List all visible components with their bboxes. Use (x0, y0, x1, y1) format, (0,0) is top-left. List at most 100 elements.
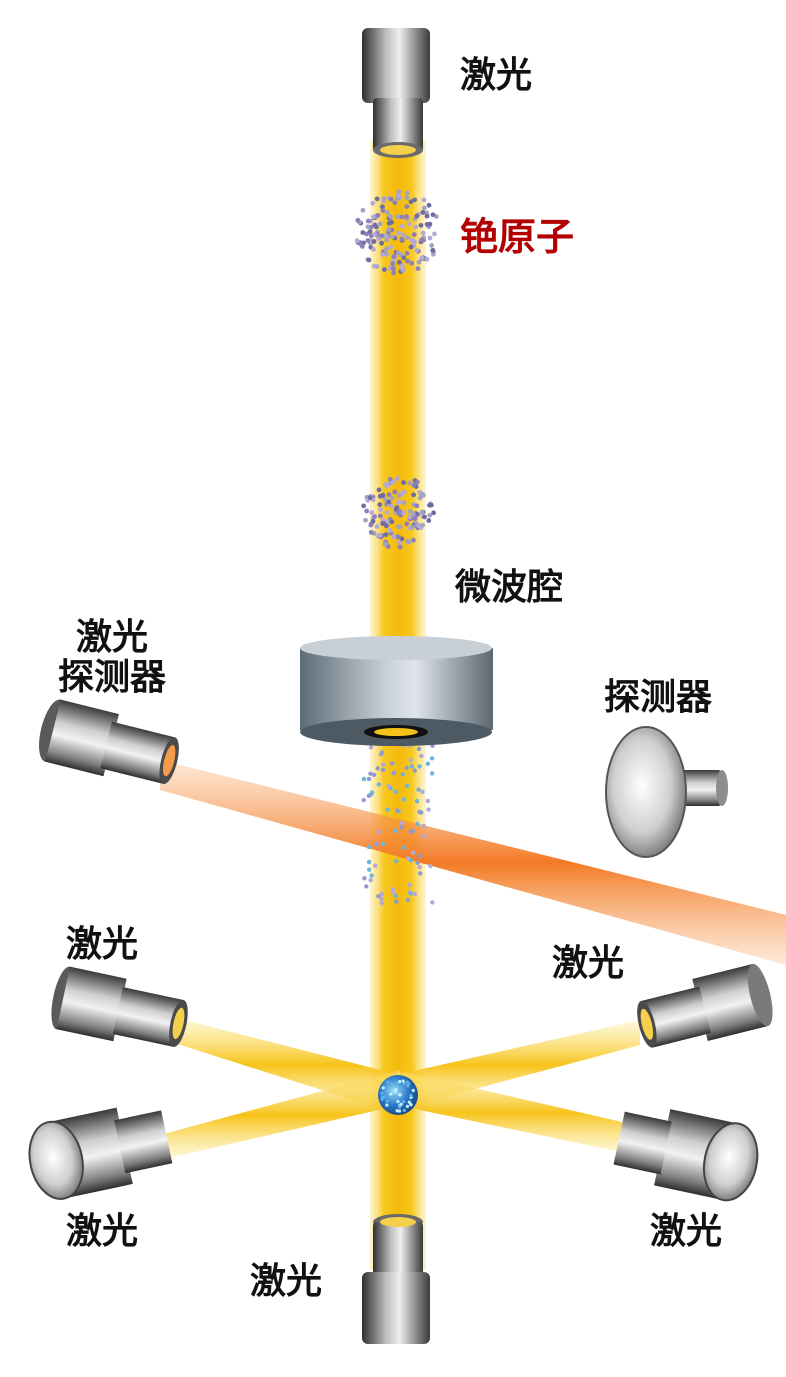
atom-dot (402, 1081, 407, 1086)
atom-dot (429, 756, 435, 761)
atom-dot (381, 196, 387, 202)
atom-dot (366, 793, 372, 799)
atom-dot (401, 845, 406, 850)
atom-dot (402, 1099, 406, 1104)
atom-dot (368, 771, 373, 776)
atom-dot (395, 1109, 399, 1113)
atom-dot (380, 1092, 384, 1096)
atom-dot (380, 1097, 384, 1101)
atom-dot (369, 873, 374, 878)
atom-dot (420, 522, 426, 528)
atom-dot (399, 214, 405, 220)
atom-dot (386, 220, 392, 226)
atom-dot (384, 246, 390, 252)
atom-dot (430, 251, 436, 257)
atom-dot (380, 762, 386, 767)
atom-dot (361, 797, 366, 803)
atom-dot (421, 492, 426, 498)
atom-dot (386, 499, 392, 505)
atom-dot (384, 237, 390, 243)
beam-lower-right (396, 1070, 635, 1155)
atom-dot (414, 503, 420, 509)
atom-dot (411, 492, 416, 498)
atom-dot (390, 479, 396, 485)
atom-dot (401, 500, 407, 506)
atom-dot (402, 1108, 406, 1113)
atom-dot (407, 508, 413, 514)
atom-dot (428, 502, 434, 508)
atom-dot (395, 1081, 399, 1085)
atom-dot (411, 482, 417, 488)
atom-dot (425, 761, 431, 766)
atom-dot (399, 223, 405, 229)
atom-dot (376, 893, 381, 899)
atom-dot (426, 518, 432, 523)
atom-dot (389, 234, 395, 240)
atom-dot (420, 789, 425, 794)
atom-dot (417, 853, 422, 858)
atom-dot (414, 213, 420, 219)
atom-dot (371, 246, 376, 252)
atom-dot (425, 798, 431, 804)
atom-dot (393, 828, 399, 833)
atom-dot (390, 266, 396, 271)
atom-dot (379, 233, 385, 239)
atom-dot (407, 1100, 412, 1104)
cesium-atom-cloud-icon (361, 476, 436, 550)
atom-dot (397, 1105, 402, 1109)
microwave-cavity-icon (300, 636, 493, 746)
atom-dot (394, 476, 400, 481)
atom-dot (374, 196, 380, 202)
atom-dot (429, 243, 434, 248)
atom-dot (421, 833, 427, 839)
atom-dot (386, 227, 392, 232)
atom-dot (392, 1095, 396, 1099)
atom-dot (386, 783, 391, 789)
atom-dot (365, 224, 371, 230)
atom-dot (369, 510, 375, 515)
atom-dot (381, 1086, 385, 1090)
atom-dot (389, 1092, 393, 1096)
atom-dot (409, 524, 415, 530)
atom-dot (411, 1088, 415, 1093)
atom-dot (407, 514, 413, 520)
atom-dot (421, 205, 427, 211)
atom-dot (415, 860, 420, 866)
atom-dot (412, 197, 418, 203)
atom-dot (364, 231, 370, 237)
atom-dot (384, 484, 390, 489)
atom-dot (393, 893, 399, 899)
atom-dot (396, 189, 402, 195)
atom-dot (391, 254, 397, 260)
atom-dot (395, 250, 401, 256)
atom-dot (409, 237, 414, 243)
atom-dot (394, 858, 399, 864)
atom-dot (379, 750, 385, 755)
atom-dot (375, 766, 380, 771)
atom-dot (376, 487, 382, 493)
atom-dot (379, 896, 384, 901)
atom-dot (428, 863, 433, 869)
atom-dot (396, 1099, 400, 1104)
atom-dot (394, 214, 400, 220)
atom-dot (391, 771, 397, 776)
beam-lower-left (160, 1070, 400, 1160)
atom-dot (362, 876, 367, 881)
atom-dot (421, 197, 427, 203)
atom-dot (406, 221, 412, 227)
atom-dot (404, 783, 410, 788)
atom-dot (430, 247, 436, 253)
atom-dot (413, 224, 418, 230)
atom-dot (421, 823, 426, 829)
atom-dot (385, 519, 391, 525)
atom-dot (385, 1103, 389, 1107)
atom-dot (396, 499, 402, 505)
atom-dot (419, 255, 425, 261)
atom-dot (415, 821, 420, 827)
atom-dot (382, 497, 388, 502)
atom-dot (408, 758, 413, 763)
atom-dot (417, 871, 423, 876)
atom-dot (417, 489, 423, 495)
atom-dot (394, 808, 400, 813)
